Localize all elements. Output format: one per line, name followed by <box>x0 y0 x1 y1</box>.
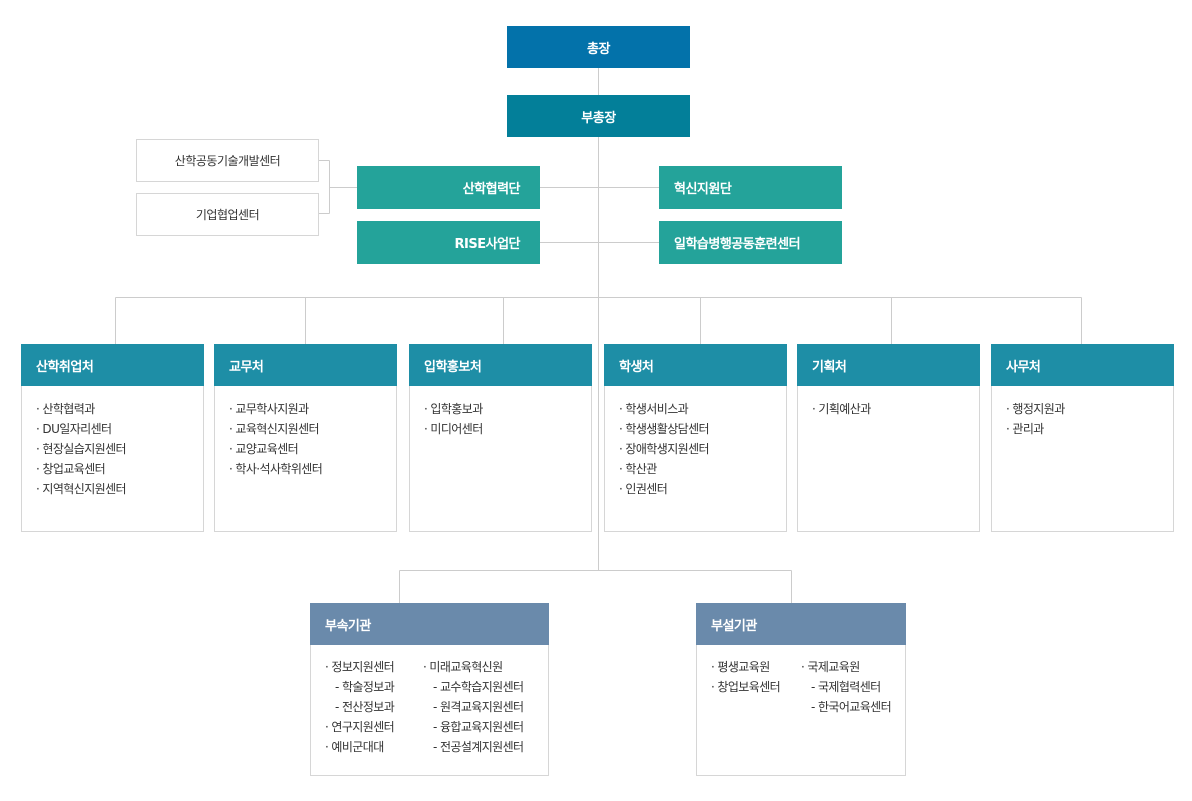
dept-title: 교무처 <box>229 359 264 375</box>
unit-innovation-support[interactable]: 혁신지원단 <box>659 166 842 209</box>
list-item[interactable]: · 지역혁신지원센터 <box>36 482 127 496</box>
vice-president-box[interactable]: 부총장 <box>507 95 690 137</box>
list-item[interactable]: · 학생생활상담센터 <box>619 422 710 436</box>
dept-admissions-pr: 입학홍보처 · 입학홍보과 · 미디어센터 <box>409 344 592 532</box>
unit-rise-project[interactable]: RISE사업단 <box>357 221 540 264</box>
list-item[interactable]: · 정보지원센터 <box>325 660 395 674</box>
list-item[interactable]: · 창업교육센터 <box>36 462 106 476</box>
list-item[interactable]: · 관리과 <box>1006 422 1044 436</box>
dept-planning: 기획처 · 기획예산과 <box>797 344 980 532</box>
side-unit-label: 기업협업센터 <box>195 208 260 222</box>
list-item[interactable]: · DU일자리센터 <box>36 422 112 436</box>
affiliated-institutions: 부속기관 · 정보지원센터 - 학술정보과 - 전산정보과 · 연구지원센터 ·… <box>310 603 549 776</box>
list-item[interactable]: · 창업보육센터 <box>711 680 781 694</box>
dept-title: 입학홍보처 <box>424 359 482 375</box>
list-item[interactable]: · 학산관 <box>619 462 657 476</box>
list-item[interactable]: - 융합교육지원센터 <box>433 720 524 734</box>
vice-president-label: 부총장 <box>581 110 616 126</box>
list-item[interactable]: · 장애학생지원센터 <box>619 442 710 456</box>
attached-title: 부설기관 <box>711 618 757 634</box>
list-item[interactable]: · 산학협력과 <box>36 402 95 416</box>
unit-label: 일학습병행공동훈련센터 <box>674 237 801 252</box>
list-item[interactable]: · 예비군대대 <box>325 740 384 754</box>
list-item[interactable]: - 전공설계지원센터 <box>433 740 524 754</box>
list-item[interactable]: · 국제교육원 <box>801 660 860 674</box>
dept-student-affairs: 학생처 · 학생서비스과 · 학생생활상담센터 · 장애학생지원센터 · 학산관… <box>604 344 787 532</box>
unit-label: 산학협력단 <box>462 182 521 197</box>
side-unit-label: 산학공동기술개발센터 <box>174 154 281 168</box>
list-item[interactable]: · 미래교육혁신원 <box>423 660 503 674</box>
list-item[interactable]: - 교수학습지원센터 <box>433 680 524 694</box>
list-item[interactable]: · 평생교육원 <box>711 660 770 674</box>
affiliated-title: 부속기관 <box>325 618 371 634</box>
dept-header[interactable]: 기획처 <box>797 344 980 386</box>
list-item[interactable]: · 교양교육센터 <box>229 442 299 456</box>
list-item[interactable]: - 국제협력센터 <box>811 680 881 694</box>
list-item[interactable]: · 미디어센터 <box>424 422 483 436</box>
unit-work-study-training-center[interactable]: 일학습병행공동훈련센터 <box>659 221 842 264</box>
dept-header[interactable]: 산학취업처 <box>21 344 204 386</box>
dept-header[interactable]: 입학홍보처 <box>409 344 592 386</box>
dept-header[interactable]: 사무처 <box>991 344 1174 386</box>
dept-title: 사무처 <box>1006 359 1041 375</box>
affiliated-header[interactable]: 부속기관 <box>310 603 549 645</box>
list-item[interactable]: - 한국어교육센터 <box>811 700 892 714</box>
unit-industry-cooperation[interactable]: 산학협력단 <box>357 166 540 209</box>
dept-header[interactable]: 교무처 <box>214 344 397 386</box>
list-item[interactable]: · 학사·석사학위센터 <box>229 462 323 476</box>
attached-institutions: 부설기관 · 평생교육원 · 창업보육센터 · 국제교육원 - 국제협력센터 -… <box>696 603 906 776</box>
list-item[interactable]: - 전산정보과 <box>335 700 395 714</box>
dept-industry-employment: 산학취업처 · 산학협력과 · DU일자리센터 · 현장실습지원센터 · 창업교… <box>21 344 204 532</box>
list-item[interactable]: · 연구지원센터 <box>325 720 395 734</box>
list-item[interactable]: · 현장실습지원센터 <box>36 442 127 456</box>
list-item[interactable]: · 입학홍보과 <box>424 402 483 416</box>
dept-general-affairs: 사무처 · 행정지원과 · 관리과 <box>991 344 1174 532</box>
side-unit-industry-tech-center[interactable]: 산학공동기술개발센터 <box>136 139 319 182</box>
unit-label: 혁신지원단 <box>674 182 732 197</box>
attached-header[interactable]: 부설기관 <box>696 603 906 645</box>
unit-label: RISE사업단 <box>454 237 521 252</box>
list-item[interactable]: - 원격교육지원센터 <box>433 700 524 714</box>
president-box[interactable]: 총장 <box>507 26 690 68</box>
list-item[interactable]: · 인권센터 <box>619 482 668 496</box>
list-item[interactable]: · 교육혁신지원센터 <box>229 422 320 436</box>
dept-title: 기획처 <box>812 359 847 375</box>
dept-title: 학생처 <box>619 359 654 375</box>
dept-academic-affairs: 교무처 · 교무학사지원과 · 교육혁신지원센터 · 교양교육센터 · 학사·석… <box>214 344 397 532</box>
list-item[interactable]: - 학술정보과 <box>335 680 395 694</box>
president-label: 총장 <box>587 41 610 57</box>
list-item[interactable]: · 행정지원과 <box>1006 402 1065 416</box>
list-item[interactable]: · 기획예산과 <box>812 402 871 416</box>
dept-header[interactable]: 학생처 <box>604 344 787 386</box>
dept-title: 산학취업처 <box>36 359 94 375</box>
side-unit-enterprise-collab-center[interactable]: 기업협업센터 <box>136 193 319 236</box>
list-item[interactable]: · 학생서비스과 <box>619 402 689 416</box>
list-item[interactable]: · 교무학사지원과 <box>229 402 309 416</box>
